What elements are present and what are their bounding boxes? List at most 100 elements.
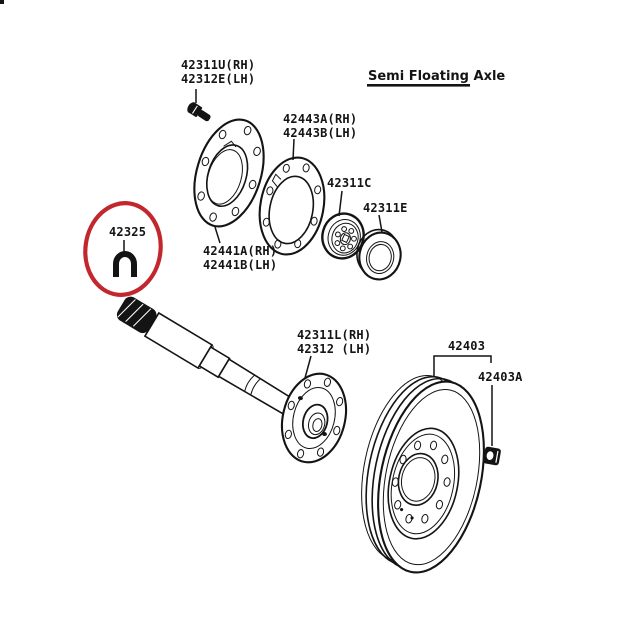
- gasket-bolt-hole: [266, 186, 274, 196]
- drum-center-hole-chamfer: [400, 457, 436, 502]
- bearing-inner-race: [331, 222, 359, 254]
- retainer-plate-drawing: [193, 118, 265, 228]
- retainer-bolt-hole: [209, 212, 217, 222]
- spline-section: [116, 296, 157, 334]
- gasket-notch: [271, 173, 282, 188]
- retainer-bolt-drawing: [187, 102, 211, 122]
- nut-edge-highlight: [495, 450, 499, 463]
- seal-drawing: [356, 228, 402, 281]
- seal-inner-ring: [366, 241, 395, 274]
- retainer-bolt-hole: [253, 146, 261, 156]
- gasket-bolt-hole: [282, 163, 290, 173]
- flange-inner-circle: [292, 387, 336, 449]
- leader-bearing: [338, 190, 343, 217]
- drum-face-edge: [377, 380, 485, 574]
- bearing-ball: [334, 240, 341, 246]
- leader-retainer: [214, 226, 221, 244]
- bolt-shank: [197, 110, 211, 122]
- leader-drum-bracket: [433, 355, 492, 377]
- gasket-drawing: [258, 156, 326, 256]
- part-label-42325[interactable]: 42325: [109, 225, 146, 239]
- bearing-ball: [351, 235, 357, 242]
- shaft-barrel: [143, 311, 214, 370]
- bearing-ball: [347, 243, 354, 250]
- retainer-center-hole: [205, 144, 249, 208]
- drum-bolt-hole: [394, 500, 402, 510]
- bearing-ball: [341, 226, 348, 232]
- retainer-outer-edge: [193, 118, 265, 228]
- bearing-ball: [339, 245, 346, 252]
- retainer-bolt-hole: [201, 156, 210, 167]
- retainer-bolt-hole: [197, 191, 205, 201]
- part-label-42311E[interactable]: 42311E: [363, 201, 408, 215]
- spline-hatch: [132, 308, 152, 327]
- gasket-center-hole: [268, 175, 315, 245]
- spline-hatch: [125, 303, 144, 322]
- retainer-notch: [223, 140, 237, 148]
- part-label-42312E[interactable]: 42312E(LH): [181, 72, 255, 86]
- flange-stud: [321, 431, 327, 437]
- retainer-bolt-hole: [218, 129, 227, 140]
- leader-gasket: [292, 138, 295, 161]
- snap-ring-drawing: [113, 251, 137, 277]
- flange-stud: [297, 396, 303, 401]
- nut-hole: [486, 451, 494, 461]
- bolt-head: [189, 103, 203, 117]
- part-label-42311C[interactable]: 42311C: [327, 176, 372, 190]
- bearing-ball: [348, 228, 355, 234]
- seal-lip: [368, 243, 392, 272]
- highlight-ellipse: [83, 201, 163, 297]
- spline-hatch: [117, 299, 136, 318]
- flange-bolt-hole: [333, 425, 341, 436]
- drum-stud-dot: [410, 516, 414, 520]
- shaft-break-line: [250, 378, 261, 395]
- flange-bolt-hole: [316, 447, 325, 457]
- retainer-center-hole-depth: [206, 149, 243, 205]
- part-label-42312[interactable]: 42312 (LH): [297, 342, 371, 356]
- axle-flange-drawing: [280, 372, 348, 464]
- part-label-42441B[interactable]: 42441B(LH): [203, 258, 277, 272]
- bolt-head-highlight: [191, 105, 198, 114]
- gasket-bolt-hole: [314, 185, 322, 195]
- part-label-42311U[interactable]: 42311U(RH): [181, 58, 255, 72]
- part-label-42441A[interactable]: 42441A(RH): [203, 244, 277, 258]
- brake-drum-drawing: [361, 374, 485, 574]
- drum-stud-dot: [399, 507, 404, 512]
- bearing-ball: [335, 231, 341, 238]
- retainer-bolt-hole: [243, 125, 252, 136]
- hub-nut-drawing: [483, 446, 501, 466]
- part-label-42403A[interactable]: 42403A: [478, 370, 523, 384]
- drum-bolt-hole: [435, 499, 444, 510]
- shaft-break-line: [244, 374, 255, 392]
- drum-hub-face-outer: [387, 427, 460, 540]
- drum-bolt-hole: [414, 440, 422, 451]
- leader-seal: [378, 214, 383, 233]
- title-underline: [367, 84, 470, 87]
- retainer-bolt-hole: [248, 179, 257, 190]
- leader-shaft: [304, 355, 312, 379]
- flange-bolt-hole: [287, 400, 295, 411]
- flange-bolt-hole: [284, 429, 292, 440]
- gasket-bolt-hole: [302, 163, 310, 173]
- drum-bolt-hole: [429, 440, 438, 451]
- flange-bolt-hole: [296, 449, 305, 459]
- flange-bolt-hole: [303, 379, 312, 389]
- drum-bolt-hole: [441, 454, 449, 465]
- drum-bolt-hole: [443, 477, 451, 487]
- diagram-title: Semi Floating Axle: [368, 69, 505, 84]
- scan-artifact: [0, 0, 4, 4]
- drum-bolt-hole: [421, 513, 429, 524]
- part-label-42443A[interactable]: 42443A(RH): [283, 112, 357, 126]
- hub-bore-mid: [307, 412, 326, 436]
- part-label-42311L[interactable]: 42311L(RH): [297, 328, 371, 342]
- drum-center-hole: [397, 452, 439, 506]
- part-label-42443B[interactable]: 42443B(LH): [283, 126, 357, 140]
- flange-bolt-hole: [336, 396, 344, 407]
- hub-bore-inner: [312, 418, 323, 432]
- flange-bolt-hole: [323, 377, 332, 387]
- bearing-drawing: [321, 212, 365, 260]
- part-label-42403[interactable]: 42403: [448, 339, 485, 353]
- retainer-bolt-hole: [231, 206, 240, 217]
